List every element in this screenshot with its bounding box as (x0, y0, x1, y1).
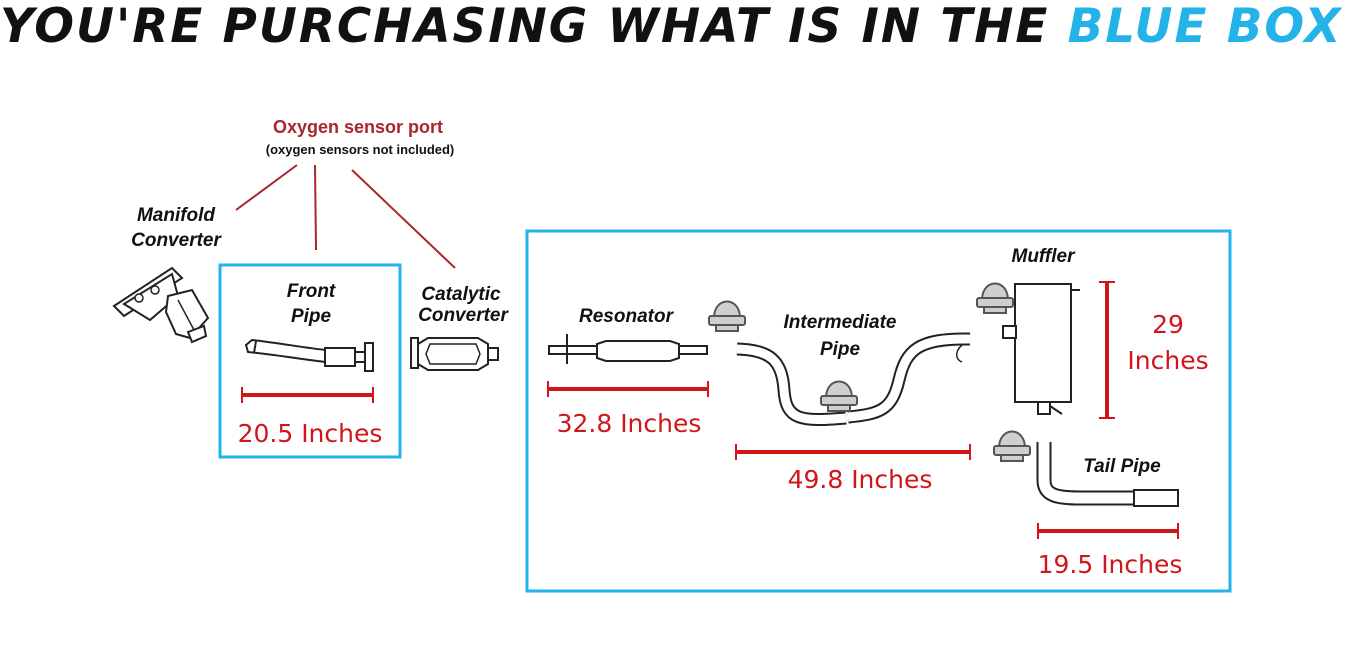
front-pipe-icon (244, 338, 374, 372)
manifold-converter-icon (112, 266, 210, 344)
resonator-icon (548, 334, 708, 364)
front-pipe-box (218, 263, 402, 459)
included-parts-box (525, 229, 1232, 593)
dim-intermediate: 49.8 Inches (788, 465, 933, 494)
muffler-icon (1002, 283, 1080, 415)
dim-resonator: 32.8 Inches (557, 409, 702, 438)
headline-prefix: YOU'RE PURCHASING WHAT IS IN THE (0, 0, 1068, 54)
label-catalytic-line1: Catalytic (421, 284, 501, 305)
dim-tail-pipe: 19.5 Inches (1038, 550, 1183, 579)
label-resonator: Resonator (579, 306, 675, 327)
catalytic-converter-icon (410, 337, 499, 371)
intermediate-pipe-icon (736, 332, 971, 427)
dim-front-pipe: 20.5 Inches (238, 419, 383, 448)
label-catalytic-line2: Converter (418, 305, 509, 326)
sensor-line-front-pipe (314, 164, 317, 251)
label-tail-pipe: Tail Pipe (1083, 456, 1161, 477)
label-manifold-line2: Converter (131, 230, 222, 251)
dim-muffler-value: 29 (1152, 310, 1184, 339)
oxygen-sensor-title: Oxygen sensor port (273, 117, 443, 137)
dim-muffler-unit: Inches (1127, 346, 1208, 375)
headline: YOU'RE PURCHASING WHAT IS IN THE BLUE BO… (0, 0, 1355, 60)
label-muffler: Muffler (1012, 246, 1077, 267)
clamp-icon (820, 380, 858, 412)
clamp-icon (708, 300, 746, 332)
headline-highlight: BLUE BOX (1067, 0, 1343, 54)
label-front-pipe-line2: Pipe (291, 306, 332, 327)
sensor-line-manifold (235, 164, 298, 211)
dimension-lines (241, 281, 1179, 539)
label-front-pipe-line1: Front (287, 281, 336, 302)
oxygen-sensor-note: (oxygen sensors not included) (266, 142, 455, 157)
label-intermediate-line1: Intermediate (784, 312, 897, 333)
label-intermediate-line2: Pipe (820, 339, 861, 360)
tail-pipe-icon (1036, 442, 1179, 507)
clamp-icon (993, 430, 1031, 462)
label-manifold-line1: Manifold (137, 205, 215, 226)
clamp-icon (976, 282, 1014, 314)
sensor-line-catalytic (351, 169, 456, 269)
sensor-leader-lines (235, 164, 456, 269)
